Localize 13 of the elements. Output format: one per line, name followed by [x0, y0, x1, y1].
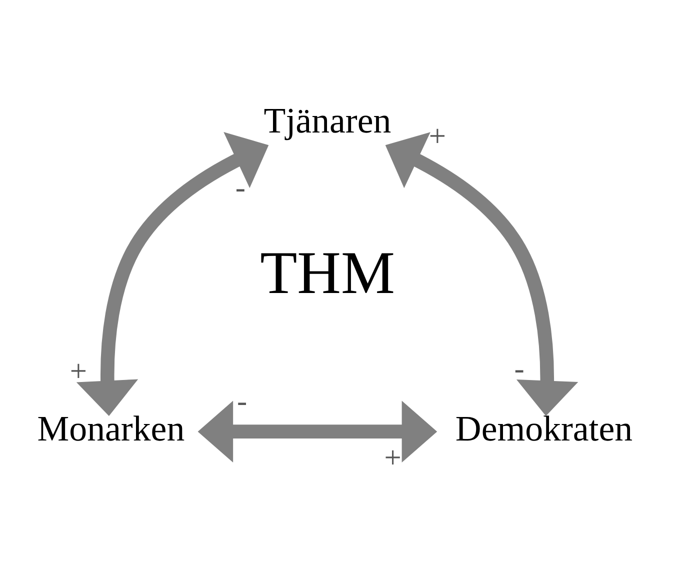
- arrow: [198, 400, 438, 462]
- label: -: [237, 383, 248, 418]
- label: -: [235, 170, 246, 204]
- node-text: Tjänaren: [264, 100, 392, 140]
- label: +: [428, 118, 446, 152]
- label: -: [514, 350, 524, 385]
- arrow: [76, 132, 269, 416]
- node-text: Demokraten: [455, 408, 633, 448]
- label: +: [70, 353, 88, 388]
- node-text: Monarken: [37, 408, 185, 448]
- arrow: [385, 132, 578, 416]
- label: THM: [260, 240, 395, 307]
- label: +: [384, 440, 402, 474]
